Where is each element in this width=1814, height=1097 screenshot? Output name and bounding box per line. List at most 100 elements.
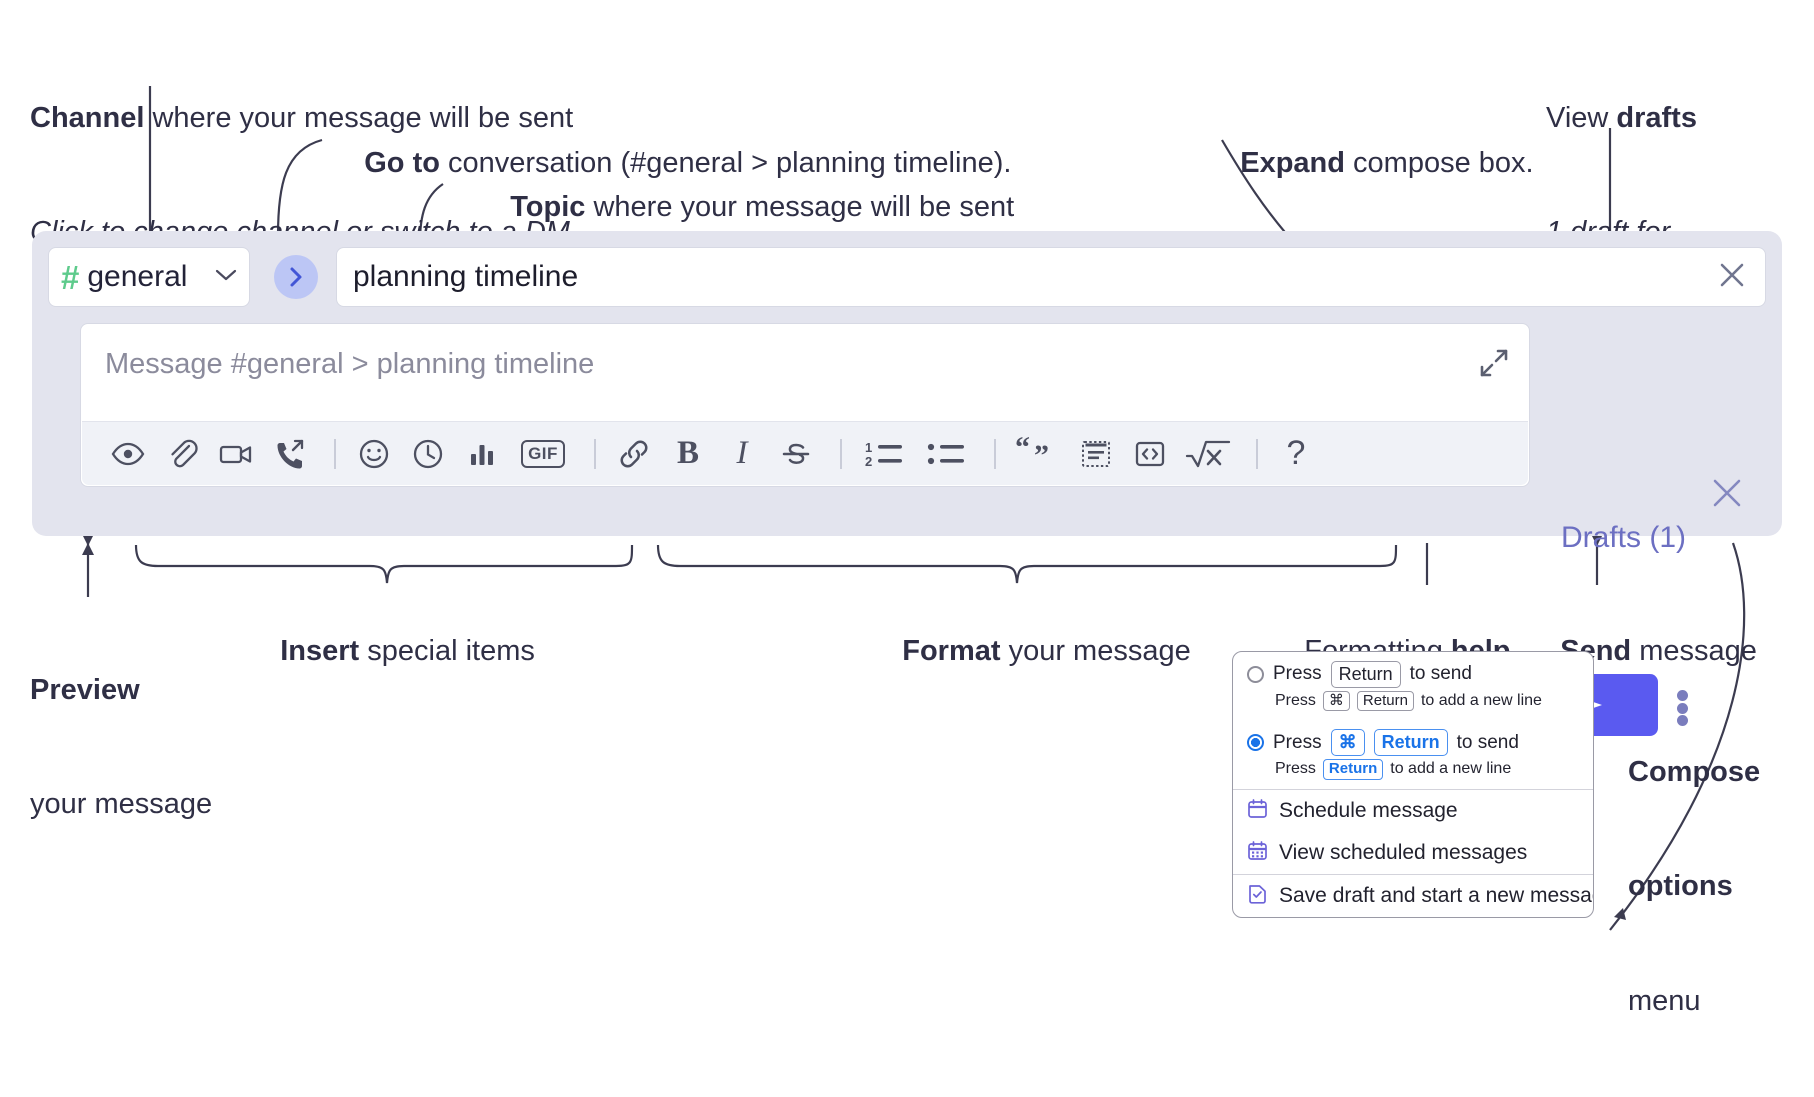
key-return: Return <box>1373 729 1448 756</box>
strikethrough-icon[interactable] <box>772 430 820 478</box>
key-return: Return <box>1322 758 1384 780</box>
option1-sub-post: to add a new line <box>1420 691 1542 709</box>
preview-icon[interactable] <box>104 430 152 478</box>
send-option-return[interactable]: Press Return to send <box>1233 652 1593 689</box>
clock-icon[interactable] <box>404 430 452 478</box>
annotation-preview-line2: your message <box>30 788 213 821</box>
annotation-compose-options-bold2: options <box>1628 870 1733 903</box>
bulleted-list-icon[interactable] <box>918 430 974 478</box>
svg-text:”: ” <box>1034 439 1049 471</box>
annotation-compose-options-bold1: Compose <box>1628 755 1761 788</box>
help-icon[interactable]: ? <box>1272 430 1320 478</box>
annotation-format-bold: Format <box>902 635 1001 668</box>
menu-item-save-draft-new-message[interactable]: Save draft and start a new message <box>1233 875 1593 917</box>
calendar-grid-icon <box>1247 840 1268 866</box>
annotation-topic: Topic where your message will be sent <box>478 150 1014 265</box>
kebab-dot <box>1676 702 1688 714</box>
toolbar-divider <box>994 438 996 469</box>
menu-item-view-scheduled-messages[interactable]: View scheduled messages <box>1233 832 1593 874</box>
math-icon[interactable] <box>1180 430 1236 478</box>
send-option-cmd-return-hint: Press Return to add a new line <box>1233 758 1593 789</box>
bold-label: B <box>676 435 699 471</box>
emoji-icon[interactable] <box>350 430 398 478</box>
menu-item-schedule-message[interactable]: Schedule message <box>1233 790 1593 832</box>
link-icon[interactable] <box>610 430 658 478</box>
annotation-insert-rest: special items <box>359 635 535 668</box>
drafts-link[interactable]: Drafts (1) <box>1560 521 1686 554</box>
poll-icon[interactable] <box>458 430 506 478</box>
close-icon[interactable] <box>1710 476 1744 515</box>
menu-item-label: View scheduled messages <box>1279 840 1528 864</box>
topic-input[interactable]: planning timeline <box>336 247 1766 307</box>
toolbar-divider <box>334 438 336 469</box>
more-options-icon[interactable] <box>1670 686 1694 730</box>
annotation-preview-bold: Preview <box>30 673 140 706</box>
blockquote-icon[interactable]: “ ” <box>1010 430 1066 478</box>
menu-item-label: Schedule message <box>1279 798 1458 822</box>
annotated-screenshot: Channel where your message will be sent … <box>30 86 1782 1017</box>
annotation-insert: Insert special items <box>248 594 535 709</box>
menu-divider <box>1233 873 1593 876</box>
draft-check-icon <box>1247 883 1268 909</box>
annotation-drafts-lead: View <box>1546 101 1617 134</box>
option2-sub-pre: Press <box>1275 760 1316 778</box>
annotation-topic-bold: Topic <box>510 191 586 224</box>
italic-label: I <box>736 435 748 471</box>
annotation-insert-bold: Insert <box>280 635 360 668</box>
annotation-preview: Preview your message <box>30 594 212 900</box>
annotation-send-rest: message <box>1631 635 1757 668</box>
send-option-return-hint: Press ⌘ Return to add a new line <box>1233 690 1593 721</box>
ordered-list-icon[interactable]: 1 2 <box>856 430 912 478</box>
kebab-dot <box>1676 715 1688 726</box>
video-icon[interactable] <box>212 430 260 478</box>
annotation-channel-rest: where your message will be sent <box>144 101 574 134</box>
formatting-toolbar: GIF B I <box>82 421 1528 485</box>
code-block-icon[interactable] <box>1072 430 1120 478</box>
menu-item-label: Save draft and start a new message <box>1279 884 1594 908</box>
annotation-goto-bold: Go to <box>364 147 440 180</box>
expand-icon[interactable] <box>1477 346 1511 380</box>
message-placeholder: Message #general > planning timeline <box>105 348 595 380</box>
annotation-drafts-bold: drafts <box>1616 101 1697 134</box>
option1-pre: Press <box>1273 663 1322 685</box>
annotation-goto-rest: conversation (#general > planning timeli… <box>439 147 1012 180</box>
goto-arrow-icon <box>290 267 302 287</box>
send-option-cmd-return[interactable]: Press ⌘ Return to send <box>1233 720 1593 758</box>
option1-post: to send <box>1409 663 1472 685</box>
message-input-card[interactable]: Message #general > planning timeline <box>80 323 1530 487</box>
code-icon[interactable] <box>1126 430 1174 478</box>
help-label: ? <box>1286 434 1306 472</box>
key-return: Return <box>1356 690 1414 712</box>
hash-icon: # <box>61 258 80 296</box>
annotation-compose-options-rest: menu <box>1628 985 1701 1018</box>
bold-icon[interactable]: B <box>664 430 712 478</box>
toolbar-divider <box>1256 438 1258 469</box>
radio-unselected-icon[interactable] <box>1247 665 1264 683</box>
annotation-topic-rest: where your message will be sent <box>585 191 1015 224</box>
close-icon[interactable] <box>1715 258 1749 297</box>
option1-sub-pre: Press <box>1275 691 1316 709</box>
option2-post: to send <box>1456 731 1519 753</box>
annotation-format: Format your message <box>870 594 1191 709</box>
gif-icon[interactable]: GIF <box>512 430 574 478</box>
toolbar-divider <box>594 438 596 469</box>
key-command: ⌘ <box>1330 729 1365 756</box>
svg-text:“: “ <box>1015 437 1030 464</box>
goto-conversation-button[interactable] <box>274 255 318 299</box>
key-command: ⌘ <box>1322 690 1350 712</box>
radio-selected-icon[interactable] <box>1247 734 1264 751</box>
option2-sub-post: to add a new line <box>1390 760 1512 778</box>
annotation-goto: Go to conversation (#general > planning … <box>332 106 1011 221</box>
attachment-icon[interactable] <box>158 430 206 478</box>
annotation-compose-options: Compose options menu <box>1628 676 1760 1097</box>
compose-options-menu: Press Return to send Press ⌘ Return to a… <box>1232 651 1594 919</box>
topic-value: planning timeline <box>353 260 579 293</box>
chevron-down-icon <box>215 268 237 287</box>
calendar-icon <box>1247 798 1268 824</box>
gif-label: GIF <box>521 439 565 468</box>
italic-icon[interactable]: I <box>718 430 766 478</box>
channel-name: general <box>87 260 188 293</box>
channel-selector[interactable]: # general <box>48 247 250 307</box>
huddle-icon[interactable] <box>266 430 314 478</box>
svg-text:2: 2 <box>865 454 872 469</box>
